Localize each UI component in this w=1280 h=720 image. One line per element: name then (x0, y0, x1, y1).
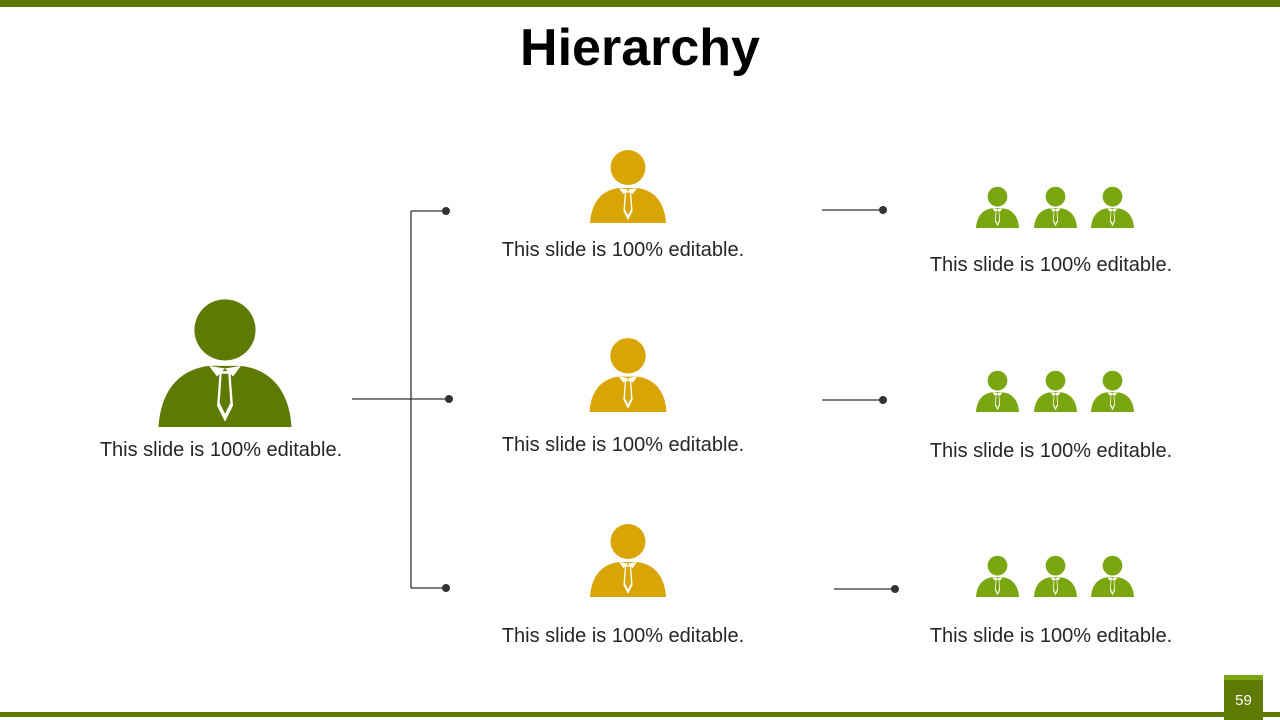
team-icon (976, 555, 1134, 597)
team-icon (976, 370, 1134, 412)
top-border (0, 0, 1280, 6)
team-icon (976, 186, 1134, 228)
manager-person-icon (590, 150, 666, 223)
leader-person-icon (158, 299, 292, 427)
manager-caption: This slide is 100% editable. (501, 239, 745, 261)
root-caption: This slide is 100% editable. (99, 439, 343, 461)
manager-person-icon (589, 338, 667, 412)
top-border-line (0, 6, 1280, 7)
manager-caption: This slide is 100% editable. (501, 625, 745, 647)
manager-caption: This slide is 100% editable. (501, 434, 745, 456)
team-caption: This slide is 100% editable. (929, 625, 1173, 647)
slide-title: Hierarchy (520, 19, 760, 77)
bottom-border (0, 712, 1280, 716)
manager-person-icon (590, 524, 666, 597)
page-number: 59 (1224, 680, 1263, 720)
team-caption: This slide is 100% editable. (929, 440, 1173, 462)
connector-dots (442, 206, 899, 593)
page-number-tab (1224, 675, 1263, 681)
team-caption: This slide is 100% editable. (929, 254, 1173, 276)
bottom-border-line (0, 716, 1280, 717)
connector-lines (352, 209, 895, 590)
